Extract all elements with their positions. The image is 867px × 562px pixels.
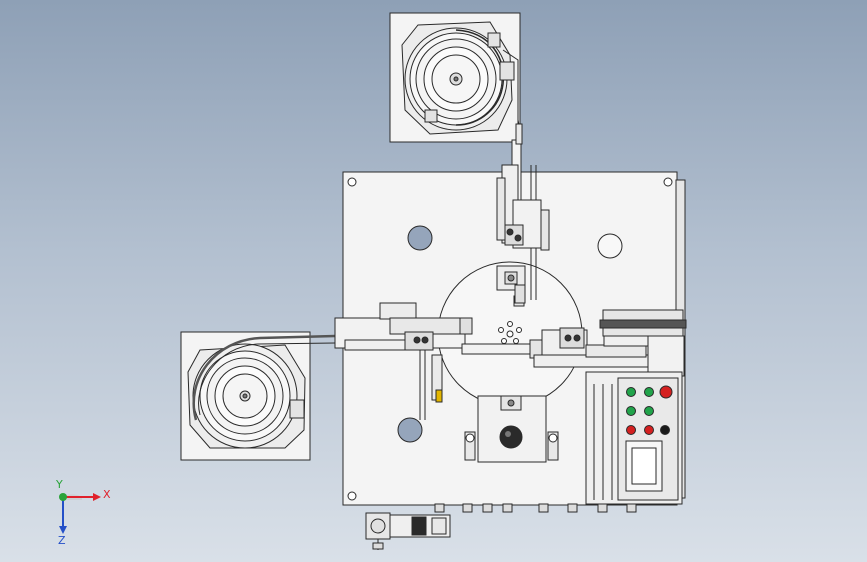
- coordinate-triad: [59, 493, 101, 534]
- green-button-3: [626, 406, 636, 416]
- right-conveyor[interactable]: [599, 309, 687, 377]
- green-button-2: [644, 387, 654, 397]
- bottom-fixture[interactable]: [464, 395, 559, 463]
- selector-switch: [660, 425, 670, 435]
- x-axis-label: X: [103, 488, 111, 501]
- hmi-display[interactable]: [625, 440, 663, 492]
- z-axis-label: Z: [58, 534, 66, 547]
- y-axis-dot: [59, 493, 67, 501]
- top-bowl-feeder[interactable]: [389, 12, 523, 143]
- bottom-sensor-bracket[interactable]: [365, 512, 451, 550]
- red-button-2: [626, 425, 636, 435]
- left-bowl-feeder[interactable]: [180, 331, 336, 461]
- red-button: [659, 385, 673, 399]
- y-axis-label: Y: [56, 478, 63, 491]
- red-button-3: [644, 425, 654, 435]
- left-linear-slide[interactable]: [334, 302, 473, 420]
- vertical-feed-track[interactable]: [496, 123, 550, 304]
- right-horizontal-actuator[interactable]: [461, 327, 655, 368]
- green-button-4: [644, 406, 654, 416]
- control-buttons[interactable]: [626, 385, 673, 435]
- green-button-1: [626, 387, 636, 397]
- bottom-connectors: [434, 503, 637, 513]
